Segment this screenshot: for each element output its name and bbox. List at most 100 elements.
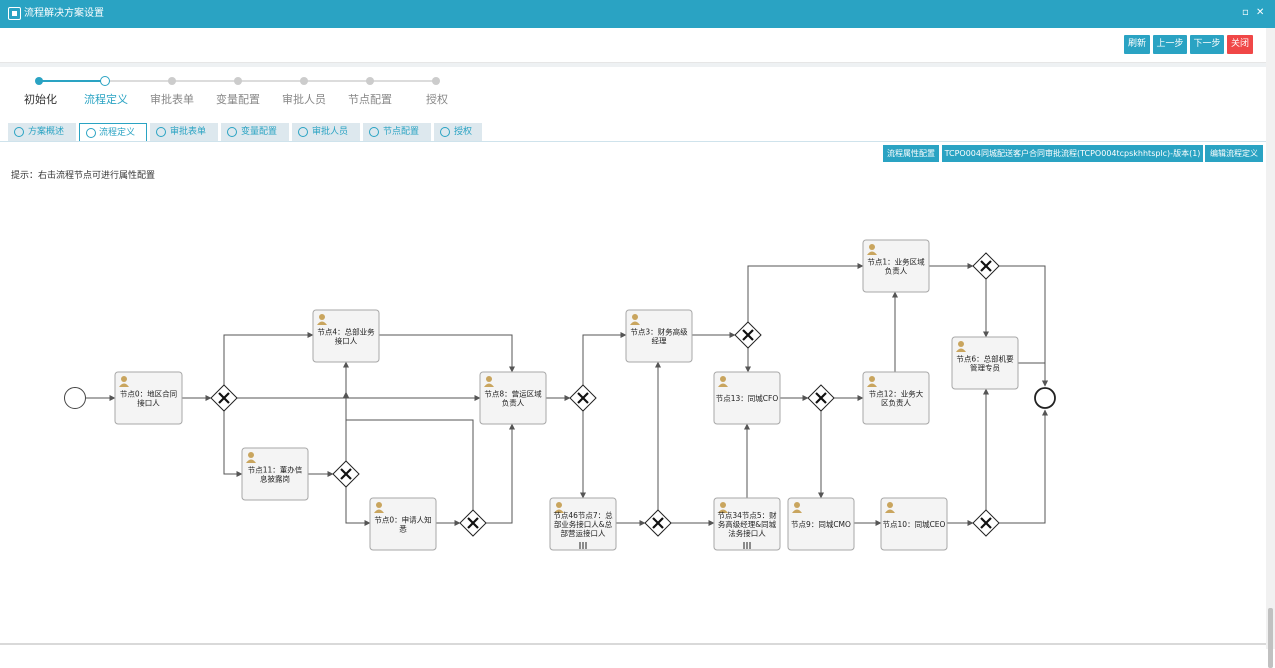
next-step-button[interactable]: 下一步 — [1190, 35, 1224, 54]
user-icon — [718, 502, 728, 513]
step-label-process-def[interactable]: 流程定义 — [84, 93, 128, 106]
multi-instance-icon — [743, 542, 751, 549]
node-label: 节点8：营运区域 — [484, 389, 542, 399]
edges — [86, 263, 1048, 526]
process-node[interactable]: 节点10：同城CEO — [880, 497, 948, 551]
step-progress: 初始化 流程定义 审批表单 变量配置 审批人员 节点配置 授权 — [0, 67, 1266, 117]
user-icon — [867, 244, 877, 255]
sequence-flow — [747, 263, 864, 322]
process-node[interactable]: 节点9：同城CMO — [787, 497, 855, 551]
section-gap — [0, 63, 1266, 67]
step-label-approvers[interactable]: 审批人员 — [282, 93, 326, 106]
user-icon — [374, 502, 384, 513]
node-label: 节点4：总部业务 — [317, 327, 375, 337]
prev-step-button[interactable]: 上一步 — [1153, 35, 1187, 54]
exclusive-gateway-icon[interactable] — [459, 509, 487, 537]
step-dot-done — [35, 77, 43, 85]
process-name-button[interactable]: TCPO004同城配送客户合同审批流程(TCPO004tcpskhhtsplc)… — [942, 145, 1203, 162]
vertical-scrollbar[interactable] — [1266, 28, 1275, 668]
circle-icon — [227, 127, 237, 137]
step-label-variables[interactable]: 变量配置 — [216, 93, 260, 106]
node-label: 法务接口人 — [728, 528, 766, 538]
tab-variables[interactable]: 变量配置 — [221, 123, 289, 141]
step-label-form[interactable]: 审批表单 — [150, 93, 194, 106]
refresh-button[interactable]: 刷新 — [1124, 35, 1150, 54]
node-label: 务高级经理&同城 — [718, 519, 777, 529]
node-label: 区负责人 — [881, 398, 911, 408]
step-connector — [105, 80, 436, 82]
multi-instance-icon — [579, 542, 587, 549]
tab-approvers[interactable]: 审批人员 — [292, 123, 360, 141]
circle-icon — [298, 127, 308, 137]
node-label: 节点13：同城CFO — [716, 394, 779, 403]
node-label: 节点3：财务高级 — [630, 327, 688, 337]
tab-overview[interactable]: 方案概述 — [8, 123, 76, 141]
user-icon — [246, 452, 256, 463]
process-node[interactable]: 节点13：同城CFO — [713, 371, 781, 425]
sequence-flow — [486, 423, 515, 524]
user-icon — [119, 376, 129, 387]
node-label: 节点46节点7：总 — [553, 510, 613, 520]
edit-definition-button[interactable]: 编辑流程定义 — [1205, 145, 1263, 162]
tab-authorize[interactable]: 授权 — [434, 123, 482, 141]
circle-icon — [440, 127, 450, 137]
exclusive-gateway-icon[interactable] — [807, 384, 835, 412]
node-label: 部业务接口人&总 — [554, 519, 613, 529]
exclusive-gateway-icon[interactable] — [332, 460, 360, 488]
node-label: 节点10：同城CEO — [883, 520, 946, 529]
step-label-node-config[interactable]: 节点配置 — [348, 93, 392, 106]
exclusive-gateway-icon[interactable] — [644, 509, 672, 537]
node-label: 节点11：董办信 — [248, 465, 303, 475]
tab-process-def[interactable]: 流程定义 — [79, 123, 147, 141]
node-label: 接口人 — [137, 398, 160, 408]
user-icon — [956, 341, 966, 352]
tab-form[interactable]: 审批表单 — [150, 123, 218, 141]
exclusive-gateway-icon[interactable] — [734, 321, 762, 349]
node-label: 节点9：同城CMO — [791, 520, 851, 529]
sequence-flow — [999, 265, 1048, 387]
circle-icon — [86, 128, 96, 138]
node-label: 负责人 — [502, 398, 525, 408]
exclusive-gateway-icon[interactable] — [972, 252, 1000, 280]
close-window-icon[interactable]: ✕ — [1256, 7, 1265, 18]
process-diagram[interactable]: 节点0：地区合同接口人节点4：总部业务接口人节点11：董办信息披露岗节点0：申请… — [0, 195, 1266, 575]
tab-node-config[interactable]: 节点配置 — [363, 123, 431, 141]
exclusive-gateway-icon[interactable] — [210, 384, 238, 412]
window-title: 流程解决方案设置 — [24, 8, 104, 19]
node-label: 节点1：业务区域 — [867, 257, 925, 267]
process-props-button[interactable]: 流程属性配置 — [883, 145, 939, 162]
step-connector — [39, 80, 105, 82]
exclusive-gateway-icon[interactable] — [569, 384, 597, 412]
node-label: 节点0：地区合同 — [120, 389, 177, 399]
step-label-init[interactable]: 初始化 — [24, 93, 57, 106]
tab-separator — [0, 141, 1266, 142]
close-button[interactable]: 关闭 — [1227, 35, 1253, 54]
step-dot — [432, 77, 440, 85]
exclusive-gateway-icon[interactable] — [972, 509, 1000, 537]
node-label: 息披露岗 — [260, 474, 290, 484]
node-label: 节点6：总部机要 — [956, 354, 1014, 364]
sequence-flow — [999, 409, 1048, 524]
node-label: 节点0：申请人知 — [374, 515, 431, 525]
step-label-authorize[interactable]: 授权 — [426, 93, 448, 106]
end-event-icon[interactable] — [1034, 387, 1056, 409]
maximize-icon[interactable]: ▫ — [1242, 7, 1249, 18]
scrollbar-thumb[interactable] — [1268, 608, 1273, 668]
circle-icon — [14, 127, 24, 137]
user-icon — [885, 502, 895, 513]
sequence-flow — [223, 332, 314, 385]
start-event-icon[interactable] — [64, 387, 86, 409]
tab-bar: 方案概述 流程定义 审批表单 变量配置 审批人员 节点配置 授权 — [0, 120, 1266, 142]
nodes: 节点0：地区合同接口人节点4：总部业务接口人节点11：董办信息披露岗节点0：申请… — [114, 239, 1019, 551]
